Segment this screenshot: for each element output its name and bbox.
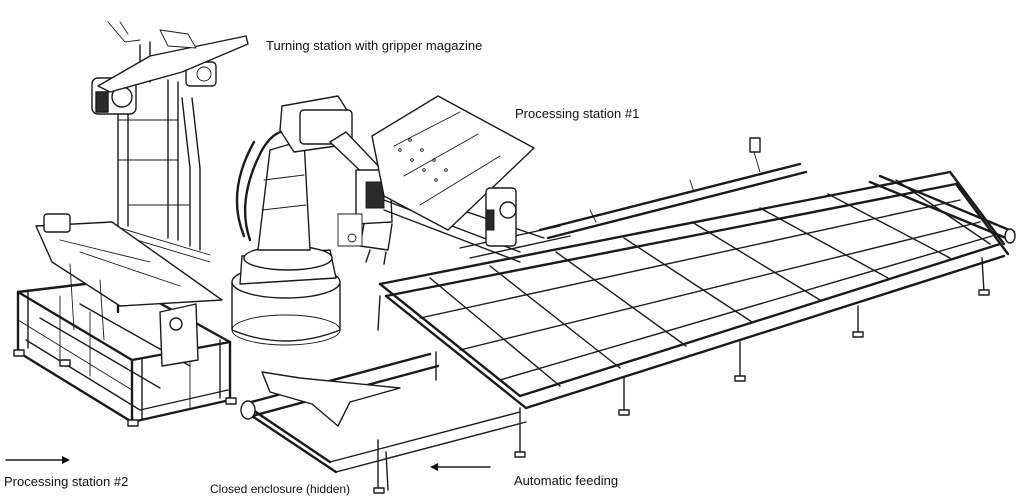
processing-station-2-label: Processing station #2 bbox=[4, 474, 129, 489]
robot bbox=[231, 95, 393, 346]
arrow-processing-station-2 bbox=[5, 456, 70, 464]
processing-station-1 bbox=[371, 95, 571, 263]
closed-enclosure-label: Closed enclosure (hidden) bbox=[210, 482, 351, 496]
processing-station-2 bbox=[13, 213, 237, 427]
automatic-feeding-label: Automatic feeding bbox=[514, 473, 619, 488]
turning-station bbox=[91, 21, 249, 263]
conveyor-system bbox=[240, 137, 1016, 494]
processing-station-1-label: Processing station #1 bbox=[515, 106, 640, 121]
arrow-automatic-feeding bbox=[430, 463, 491, 471]
turning-station-label: Turning station with gripper magazine bbox=[266, 38, 483, 53]
